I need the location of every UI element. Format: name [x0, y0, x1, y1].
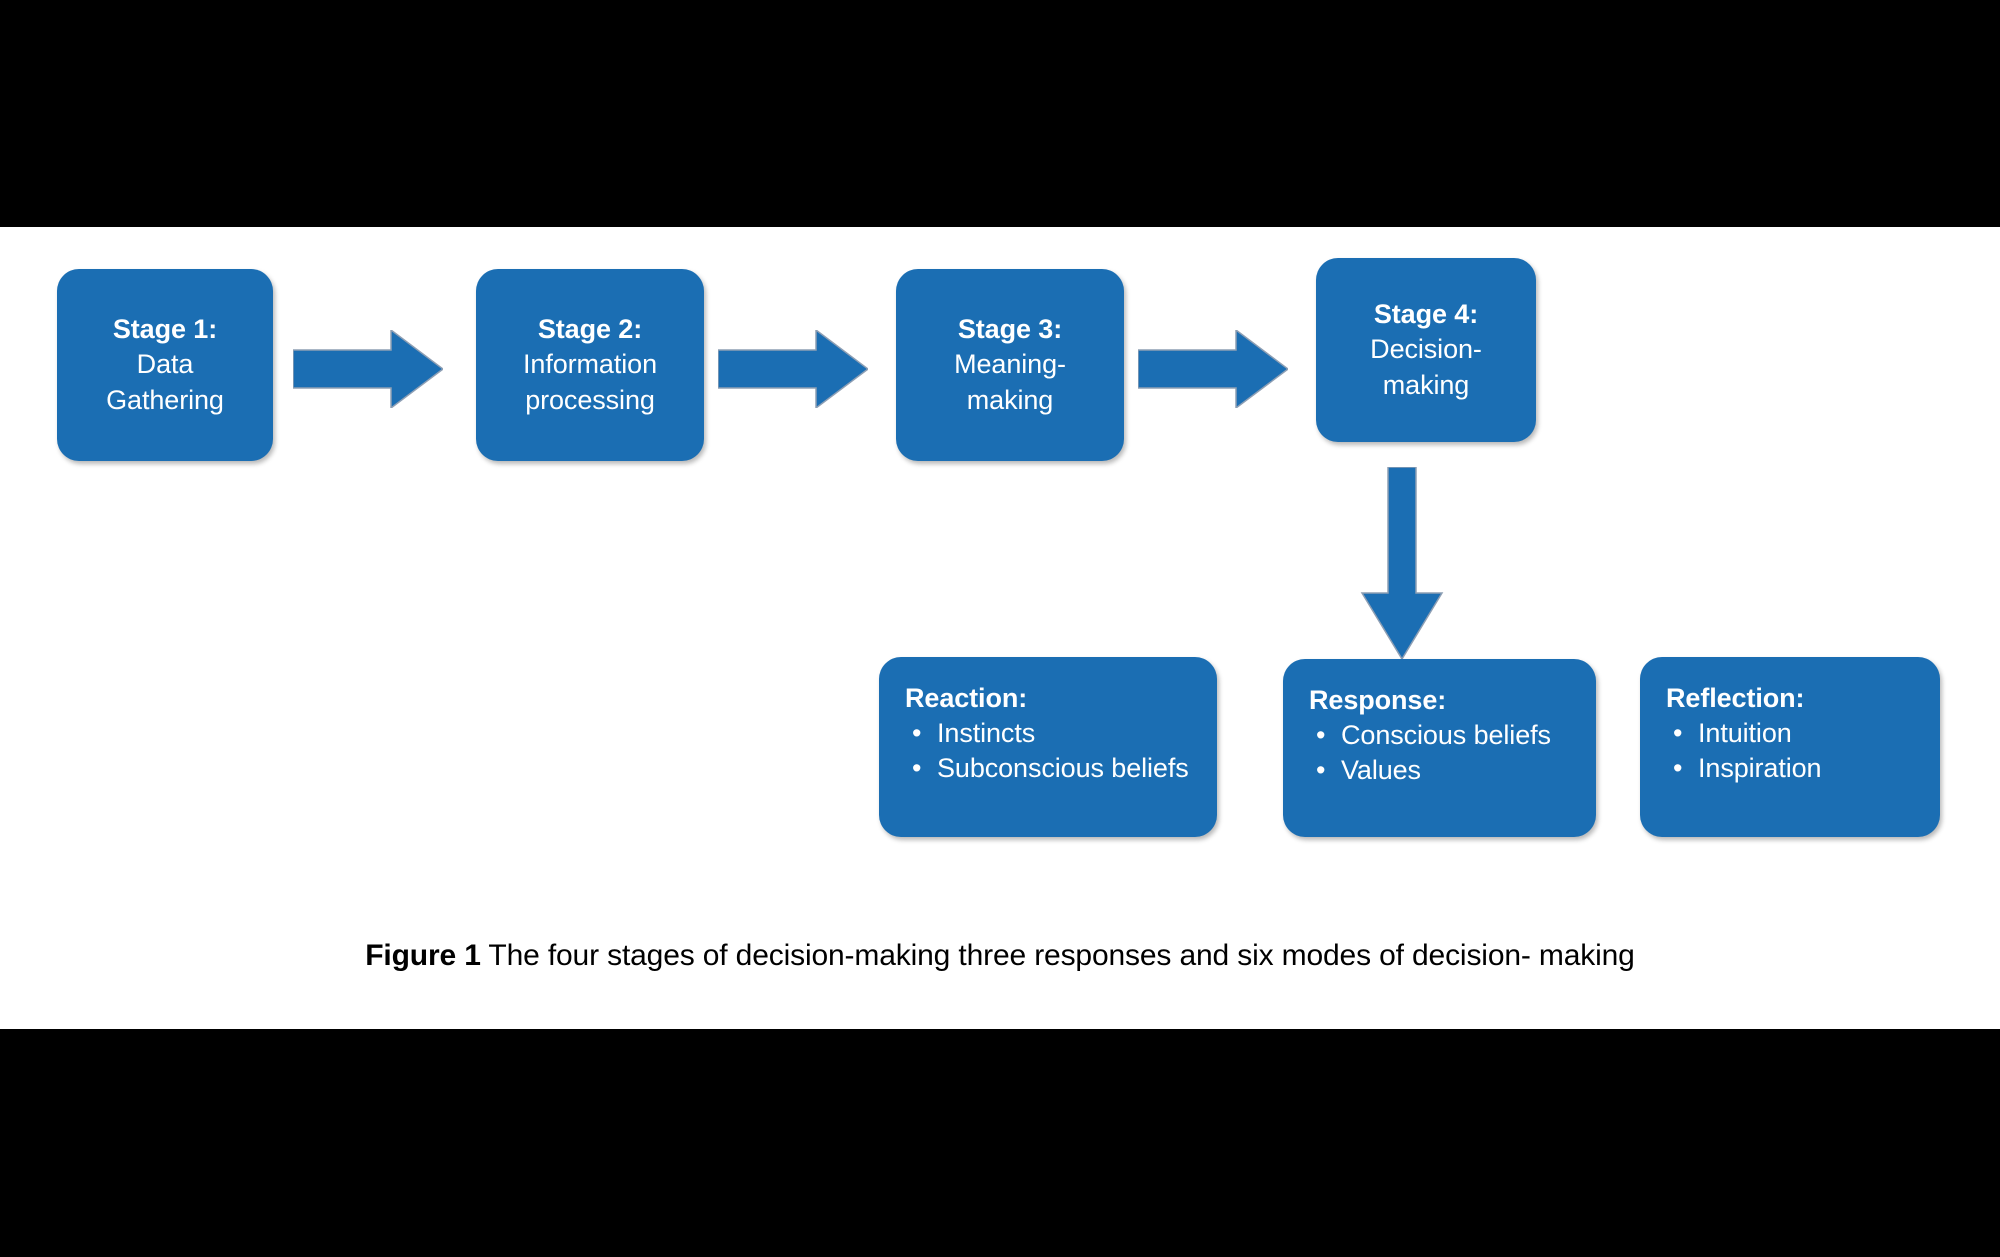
arrow-stage1-to-stage2-icon: [293, 330, 443, 408]
response-list: • Conscious beliefs • Values: [1309, 718, 1578, 787]
response-title: Response:: [1309, 685, 1447, 715]
stage-3-line-1: Meaning-: [954, 349, 1066, 380]
response-item-1: Conscious beliefs: [1341, 720, 1551, 750]
bullet-icon: •: [1316, 754, 1326, 785]
stage-1-line-1: Data: [136, 349, 194, 380]
stage-box-3: Stage 3: Meaning- making: [896, 269, 1124, 461]
stage-4-line-2: making: [1382, 369, 1470, 400]
stage-box-1: Stage 1: Data Gathering: [57, 269, 273, 461]
arrow-stage4-to-response-icon: [1360, 467, 1444, 659]
reflection-list: • Intuition • Inspiration: [1666, 716, 1922, 785]
stage-box-4: Stage 4: Decision- making: [1316, 258, 1536, 442]
stage-4-title: Stage 4:: [1373, 299, 1479, 330]
arrow-stage2-to-stage3-icon: [718, 330, 868, 408]
figure-caption: Figure 1 The four stages of decision-mak…: [0, 939, 2000, 973]
list-item: • Conscious beliefs: [1309, 718, 1578, 753]
reaction-title: Reaction:: [905, 683, 1028, 713]
list-item: • Values: [1309, 753, 1578, 788]
stage-1-line-2: Gathering: [106, 384, 224, 415]
stage-2-line-2: processing: [525, 384, 655, 415]
list-item: • Inspiration: [1666, 751, 1922, 786]
stage-3-title: Stage 3:: [957, 314, 1063, 345]
diagram-canvas: Stage 1: Data Gathering Stage 2: Informa…: [0, 227, 2000, 1029]
arrow-stage3-to-stage4-icon: [1138, 330, 1288, 408]
stage-box-2: Stage 2: Information processing: [476, 269, 704, 461]
stage-2-title: Stage 2:: [537, 314, 643, 345]
bullet-icon: •: [912, 718, 922, 748]
stage-1-title: Stage 1:: [112, 314, 218, 345]
bullet-icon: •: [1316, 720, 1326, 750]
mode-box-response: Response: • Conscious beliefs • Values: [1283, 659, 1596, 837]
reaction-item-2: Subconscious beliefs: [937, 752, 1189, 783]
bullet-icon: •: [1673, 718, 1683, 748]
stage-4-line-1: Decision-: [1370, 334, 1482, 365]
response-item-2: Values: [1341, 754, 1421, 785]
reaction-item-1: Instincts: [937, 718, 1036, 748]
figure-panel: Stage 1: Data Gathering Stage 2: Informa…: [0, 227, 2000, 1029]
list-item: • Instincts: [905, 716, 1199, 751]
figure-caption-text: The four stages of decision-making three…: [480, 939, 1635, 972]
reflection-title: Reflection:: [1666, 683, 1805, 713]
bullet-icon: •: [912, 752, 922, 783]
list-item: • Subconscious beliefs: [905, 751, 1199, 786]
stage-3-line-2: making: [966, 384, 1054, 415]
mode-box-reaction: Reaction: • Instincts • Subconscious bel…: [879, 657, 1217, 837]
bullet-icon: •: [1673, 752, 1683, 783]
reflection-item-1: Intuition: [1698, 718, 1792, 748]
figure-caption-label: Figure 1: [365, 939, 481, 972]
mode-box-reflection: Reflection: • Intuition • Inspiration: [1640, 657, 1940, 837]
reflection-item-2: Inspiration: [1698, 752, 1822, 783]
reaction-list: • Instincts • Subconscious beliefs: [905, 716, 1199, 785]
list-item: • Intuition: [1666, 716, 1922, 751]
stage-2-line-1: Information: [523, 349, 657, 380]
